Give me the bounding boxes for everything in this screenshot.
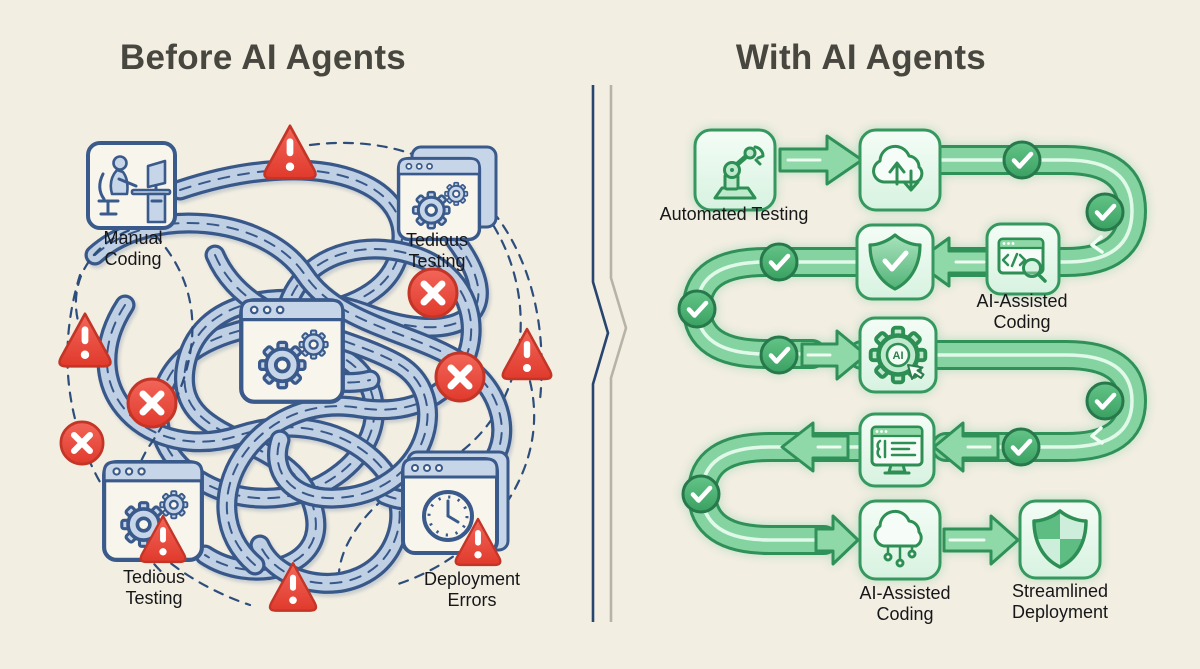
checkmark-icon [683, 476, 719, 512]
checkmark-icon [761, 337, 797, 373]
left-panel-title: Before AI Agents [119, 38, 407, 77]
ai-gear-icon: AI [858, 316, 938, 394]
right-panel-title: With AI Agents [735, 38, 987, 77]
code-monitor-icon [858, 412, 936, 488]
tangled-workflow-art [0, 124, 553, 612]
browser-clock-icon [403, 450, 510, 553]
flow-arrow-right [814, 514, 860, 566]
label-tedious-testing-top: Tedious Testing [405, 230, 469, 272]
flow-arrow-right [778, 134, 864, 186]
ai-gear-label: AI [893, 350, 904, 362]
label-streamlined-deployment: Streamlined Deployment [1011, 581, 1109, 623]
robot-arm-icon [693, 128, 777, 212]
label-manual-coding: Manual Coding [103, 228, 163, 270]
shield-quartered-icon [1018, 499, 1102, 580]
checkmark-icon [761, 244, 797, 280]
divider [591, 85, 628, 622]
label-automated-testing: Automated Testing [659, 204, 809, 224]
browser-gears-icon [399, 145, 498, 239]
code-search-icon [985, 222, 1061, 296]
checkmark-icon [1004, 142, 1040, 178]
checkmark-icon [1087, 194, 1123, 230]
person-at-desk-icon [86, 141, 177, 230]
cloud-network-icon [858, 499, 942, 581]
flow-arrow-right [942, 514, 1020, 566]
flow-arrow-left [780, 421, 850, 473]
flow-path [697, 160, 1132, 540]
label-deployment-errors: Deployment Errors [423, 569, 521, 611]
label-tedious-testing-bottom: Tedious Testing [122, 567, 186, 609]
checkmark-icon [679, 291, 715, 327]
label-ai-assisted-coding-top: AI-Assisted Coding [976, 291, 1068, 333]
cloud-sync-icon [858, 128, 942, 212]
checkmark-icon [1003, 429, 1039, 465]
label-ai-assisted-coding-bottom: AI-Assisted Coding [859, 583, 951, 625]
flow-arrow-right [800, 329, 868, 381]
shield-check-icon [855, 223, 935, 301]
flow-arrow-left [932, 421, 1000, 473]
checkmark-icon [1087, 383, 1123, 419]
